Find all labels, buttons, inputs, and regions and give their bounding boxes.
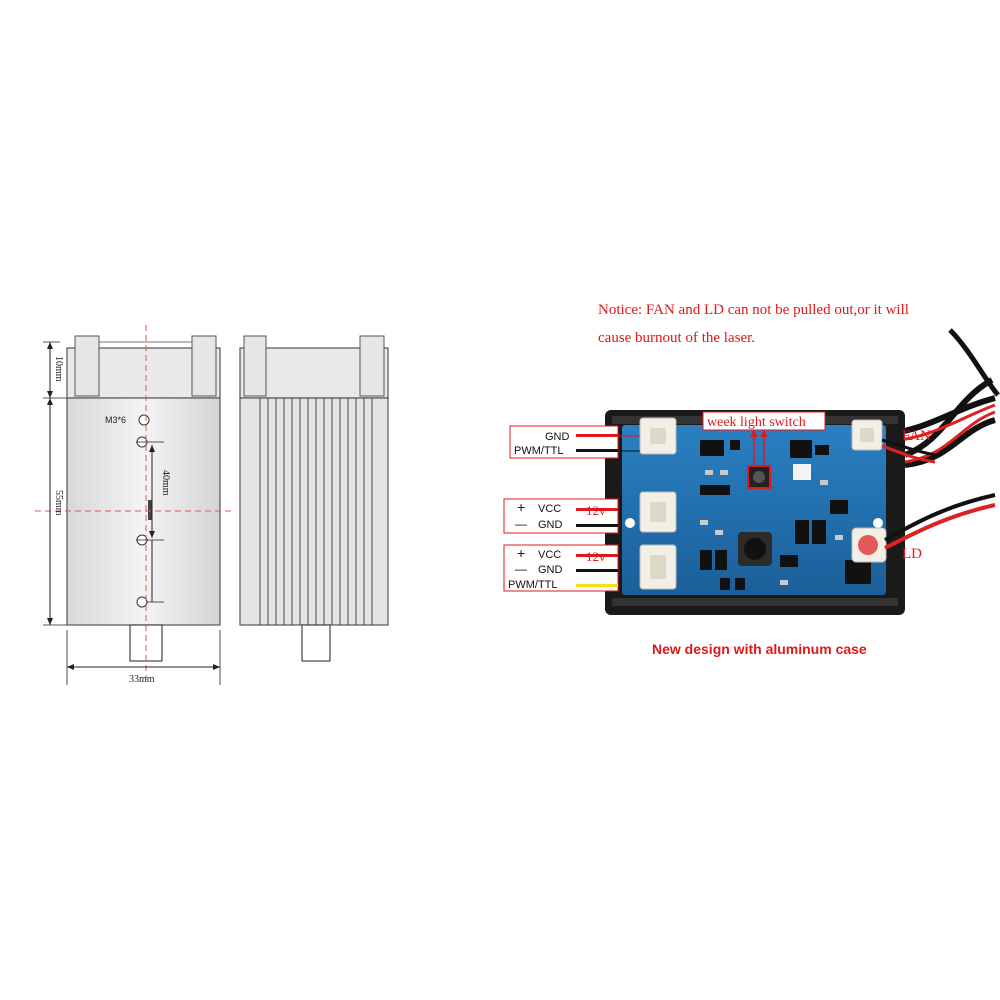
front-top-left-tab (74, 335, 100, 397)
body-height-label: 55mm (53, 490, 64, 516)
hole-spacing-label: 40mm (160, 470, 171, 496)
legend-box-middle (503, 498, 619, 534)
legend-bot-plus: + (517, 545, 525, 561)
front-body (66, 397, 221, 626)
side-body (239, 397, 389, 626)
side-top-right-tab (359, 335, 385, 397)
legend-bot-pwm: PWM/TTL (508, 579, 558, 591)
legend-mid-plus: + (517, 499, 525, 515)
legend-mid-voltage: 12v (586, 503, 606, 518)
front-top-right-tab (191, 335, 217, 397)
legend-top-pwm: PWM/TTL (514, 445, 564, 457)
switch-label: week light switch (707, 415, 806, 430)
screw-label: M3*6 (105, 415, 126, 425)
legend-mid-gnd: GND (538, 519, 563, 531)
side-lens-tube (301, 624, 331, 662)
top-height-label: 10mm (53, 356, 64, 382)
legend-box-bottom (503, 544, 619, 592)
fan-label: FAN (902, 428, 931, 444)
legend-bot-voltage: 12v (586, 549, 606, 564)
driver-board: week light switch FAN LD (605, 328, 1000, 615)
legend-top-gnd: GND (545, 431, 570, 443)
front-view: M3*6 40mm 10mm 55mm 33mm (35, 325, 235, 685)
side-view (239, 335, 389, 662)
wiring-legend: GND PWM/TTL + VCC — GND 12v + VCC — GND … (503, 425, 640, 592)
legend-box-top (509, 425, 619, 459)
pcb (622, 425, 886, 595)
board-caption: New design with aluminum case (652, 641, 867, 657)
heatsink-fins (259, 398, 373, 625)
width-label: 33mm (129, 674, 155, 685)
side-top-left-tab (243, 335, 267, 397)
notice-line-2: cause burnout of the laser. (598, 330, 755, 346)
legend-bot-gnd: GND (538, 564, 563, 576)
legend-mid-vcc: VCC (538, 503, 561, 515)
legend-bot-minus: — (515, 562, 527, 576)
screw-hole-1 (138, 414, 150, 426)
notice-line-1: Notice: FAN and LD can not be pulled out… (598, 302, 909, 318)
legend-mid-minus: — (515, 517, 527, 531)
legend-bot-vcc: VCC (538, 549, 561, 561)
ld-label: LD (902, 546, 922, 562)
